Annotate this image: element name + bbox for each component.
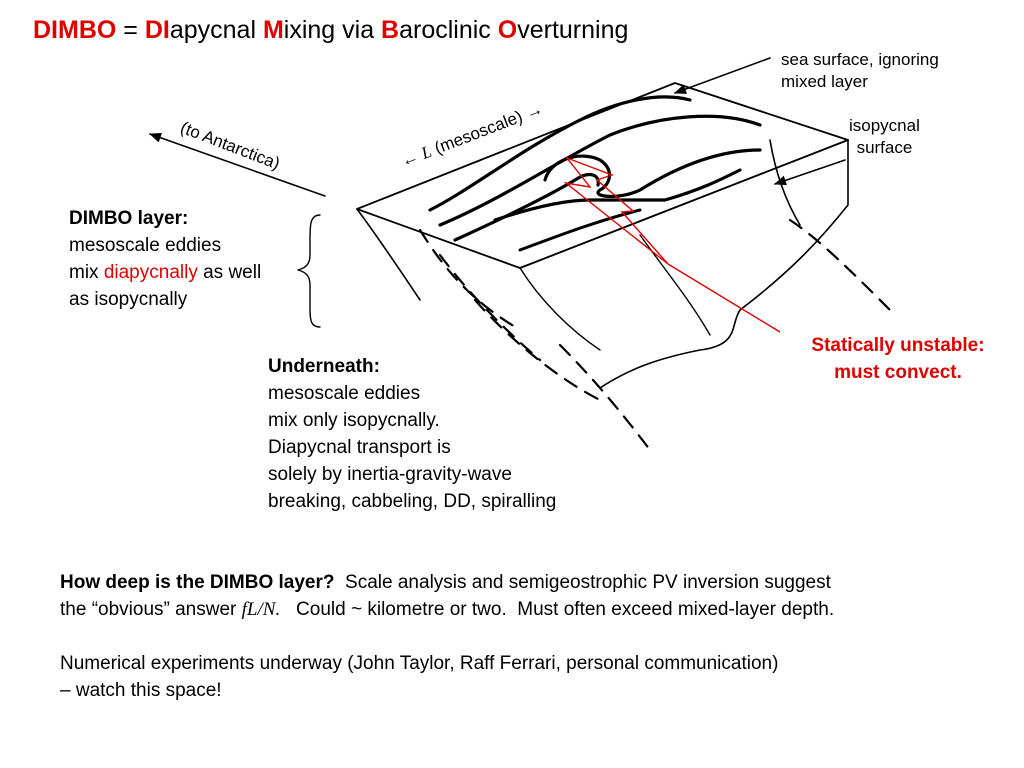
streamline-2 <box>438 114 762 227</box>
title-verturning: verturning <box>517 16 629 44</box>
isopycnal-surface-edge <box>519 139 849 389</box>
underneath-line1: mesoscale eddies <box>268 383 421 404</box>
sea-surface-label-line2: mixed layer <box>781 72 868 91</box>
dimbo-line2-post: as well <box>197 262 262 283</box>
streamline-5 <box>518 208 642 252</box>
page-title: DIMBO = DIapycnal Mixing via Baroclinic … <box>33 16 628 45</box>
isopycnal-line-mid <box>639 234 711 336</box>
bottom-question-rest: Scale analysis and semigeostrophic PV in… <box>334 572 831 593</box>
isopycnal-front-edge <box>356 208 421 301</box>
unstable-region <box>563 156 669 265</box>
title-apycnal: apycnal <box>169 16 263 44</box>
dimbo-layer-line2: mix diapycnally as well <box>69 259 261 286</box>
bottom-line2: the “obvious” answer fL/N. Could ~ kilom… <box>60 596 1020 623</box>
underneath-text: Underneath: mesoscale eddies mix only is… <box>268 353 556 515</box>
title-di: DI <box>144 16 170 44</box>
unstable-label: Statically unstable: must convect. <box>788 332 1008 386</box>
isopycnal-line-vertical <box>769 139 801 226</box>
title-m: M <box>262 16 284 44</box>
isopycnal-pointer <box>774 159 846 186</box>
isopycnal-dash-left-4 <box>558 343 652 452</box>
bottom-paragraph: How deep is the DIMBO layer? Scale analy… <box>60 569 1020 704</box>
sea-surface-pointer <box>674 57 771 94</box>
bottom-line4: – watch this space! <box>60 680 222 701</box>
bottom-question: How deep is the DIMBO layer? <box>60 572 335 593</box>
underneath-line3: Diapycnal transport is <box>268 437 451 458</box>
isopycnal-label-line2: surface <box>856 138 913 157</box>
streamline-eddy <box>543 148 762 199</box>
sea-surface-label: sea surface, ignoring mixed layer <box>781 49 939 93</box>
dimbo-layer-heading: DIMBO layer: <box>69 208 189 229</box>
dimbo-line2-pre: mix <box>69 262 104 283</box>
unstable-label-line2: must convect. <box>834 362 962 383</box>
bottom-spacer <box>60 623 1020 650</box>
bottom-formula: fL/N. <box>241 599 281 620</box>
bottom-line2-post: Could ~ kilometre or two. Must often exc… <box>280 599 835 620</box>
underneath-heading: Underneath: <box>268 356 380 377</box>
sea-surface-label-line1: sea surface, ignoring <box>781 50 939 69</box>
title-o: O <box>497 16 518 44</box>
title-dimbo: DIMBO <box>33 16 117 44</box>
isopycnal-dash-left-1 <box>418 228 522 332</box>
dimbo-layer-text: DIMBO layer: mesoscale eddies mix diapyc… <box>69 205 261 313</box>
bottom-line3: Numerical experiments underway (John Tay… <box>60 653 779 674</box>
streamline-4 <box>493 168 742 222</box>
isopycnal-dash-right-1 <box>788 218 897 317</box>
unstable-pointer <box>667 263 781 333</box>
underneath-line5: breaking, cabbeling, DD, spiralling <box>268 491 557 512</box>
isopycnal-label-line1: isopycnal <box>849 116 920 135</box>
isopycnal-line-lower <box>519 267 601 351</box>
streamline-1 <box>428 95 692 212</box>
underneath-line4: solely by inertia-gravity-wave <box>268 464 512 485</box>
title-equals: = <box>116 16 145 44</box>
dimbo-layer-line3: as isopycnally <box>69 289 188 310</box>
title-ixing: ixing via <box>283 16 382 44</box>
bottom-line1: How deep is the DIMBO layer? Scale analy… <box>60 569 1020 596</box>
antarctica-pointer <box>149 132 326 197</box>
title-b: B <box>381 16 400 44</box>
isopycnal-dash-left-3 <box>473 298 602 402</box>
title-aroclinic: aroclinic <box>399 16 498 44</box>
unstable-label-line1: Statically unstable: <box>811 335 985 356</box>
dimbo-line2-red: diapycnally <box>103 262 198 283</box>
isopycnal-label: isopycnal surface <box>849 115 920 159</box>
isopycnal-dash-left-2 <box>438 253 542 362</box>
dimbo-brace <box>297 214 321 328</box>
bottom-line2-pre: the “obvious” answer <box>60 599 242 620</box>
dimbo-layer-line1: mesoscale eddies <box>69 235 222 256</box>
underneath-line2: mix only isopycnally. <box>268 410 440 431</box>
